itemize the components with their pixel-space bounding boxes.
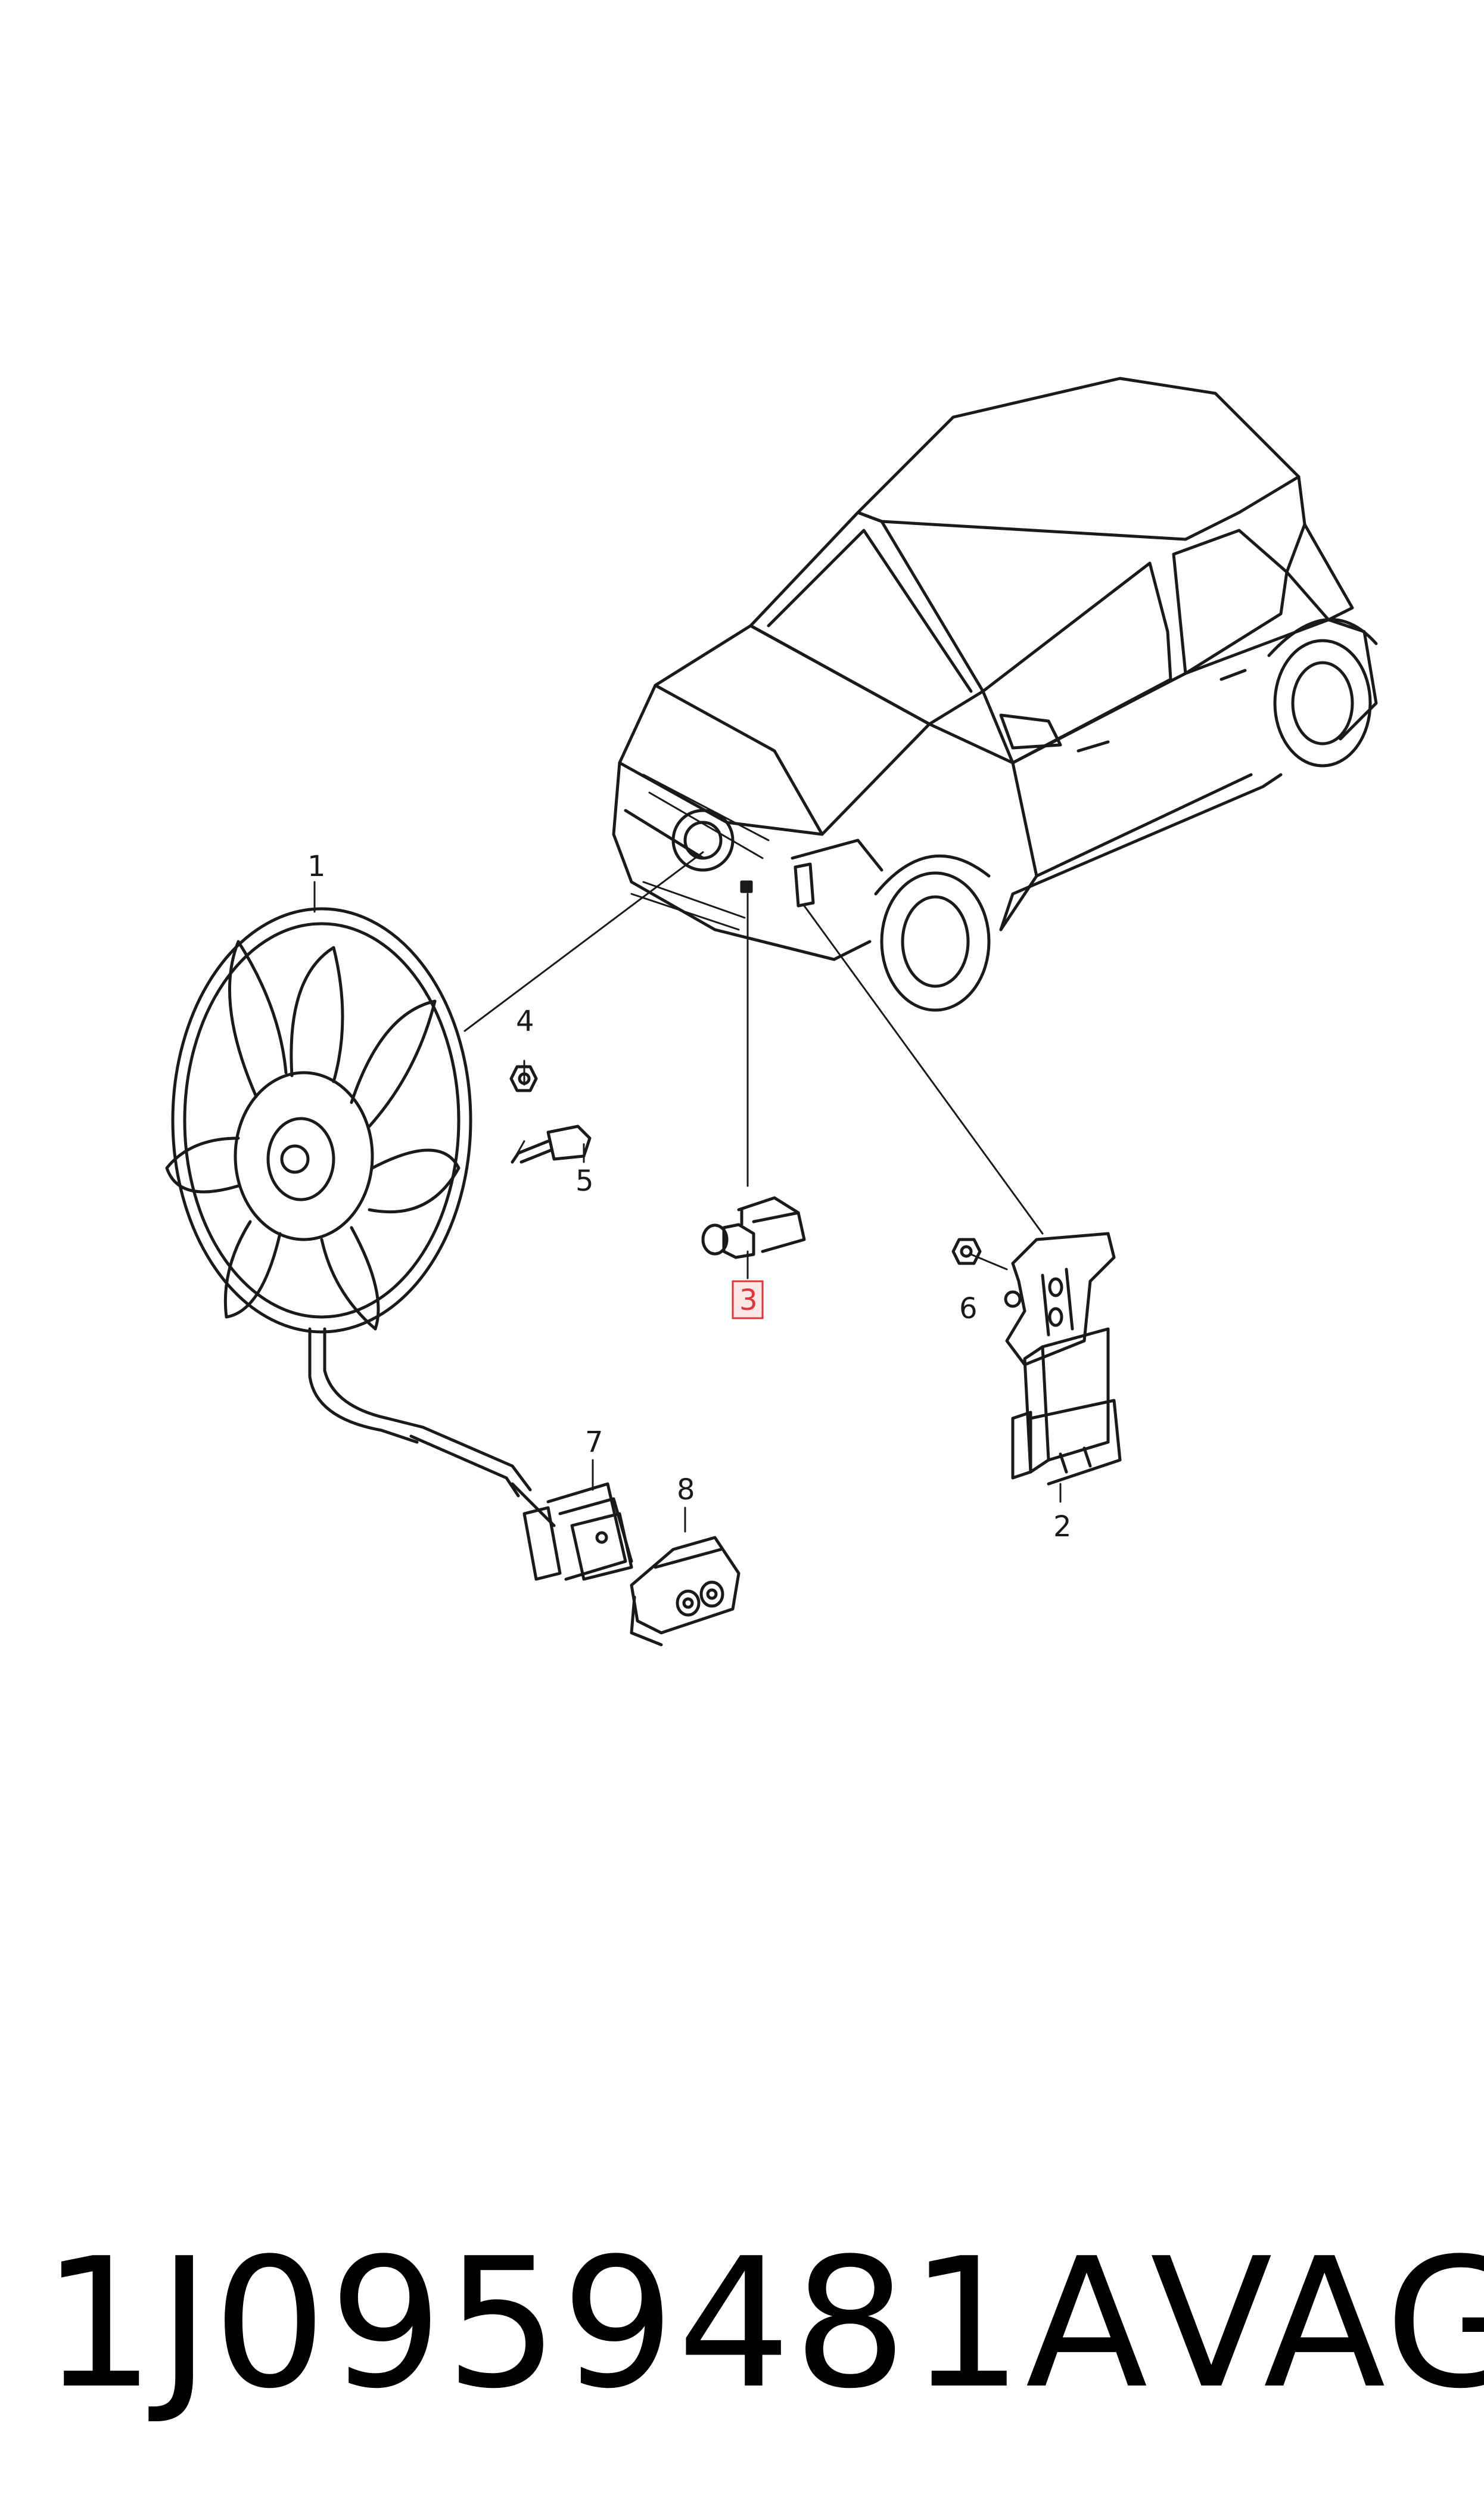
part-number: 1J0959481A — [42, 2220, 1150, 2428]
callout-4: 4 — [516, 1005, 534, 1038]
callout-1: 1 — [307, 850, 326, 883]
brand-name: VAG — [1150, 2220, 1484, 2428]
car-illustration — [612, 377, 1378, 1012]
bolt-part-5 — [511, 1125, 592, 1164]
connector-part-7 — [522, 1482, 633, 1581]
leader-lines — [313, 851, 1062, 1533]
footer-bar: 1J0959481A VAG — [42, 2217, 1484, 2431]
callout-5: 5 — [575, 1164, 594, 1198]
callout-8: 8 — [677, 1473, 695, 1507]
pressure-switch-part-3 — [701, 1196, 806, 1259]
control-unit-part-2 — [1004, 1232, 1122, 1486]
callout-numbers: 1 2 3 4 5 6 7 8 — [307, 850, 1072, 1543]
callout-3-highlight — [732, 1280, 764, 1319]
nut-part-4 — [509, 1065, 538, 1092]
radiator-fan — [165, 907, 556, 1527]
callout-6: 6 — [959, 1292, 978, 1325]
connector-part-8 — [630, 1536, 741, 1647]
callout-2: 2 — [1053, 1510, 1072, 1543]
callout-7: 7 — [585, 1425, 603, 1459]
nut-part-6 — [951, 1238, 982, 1265]
callout-3: 3 — [739, 1284, 758, 1317]
